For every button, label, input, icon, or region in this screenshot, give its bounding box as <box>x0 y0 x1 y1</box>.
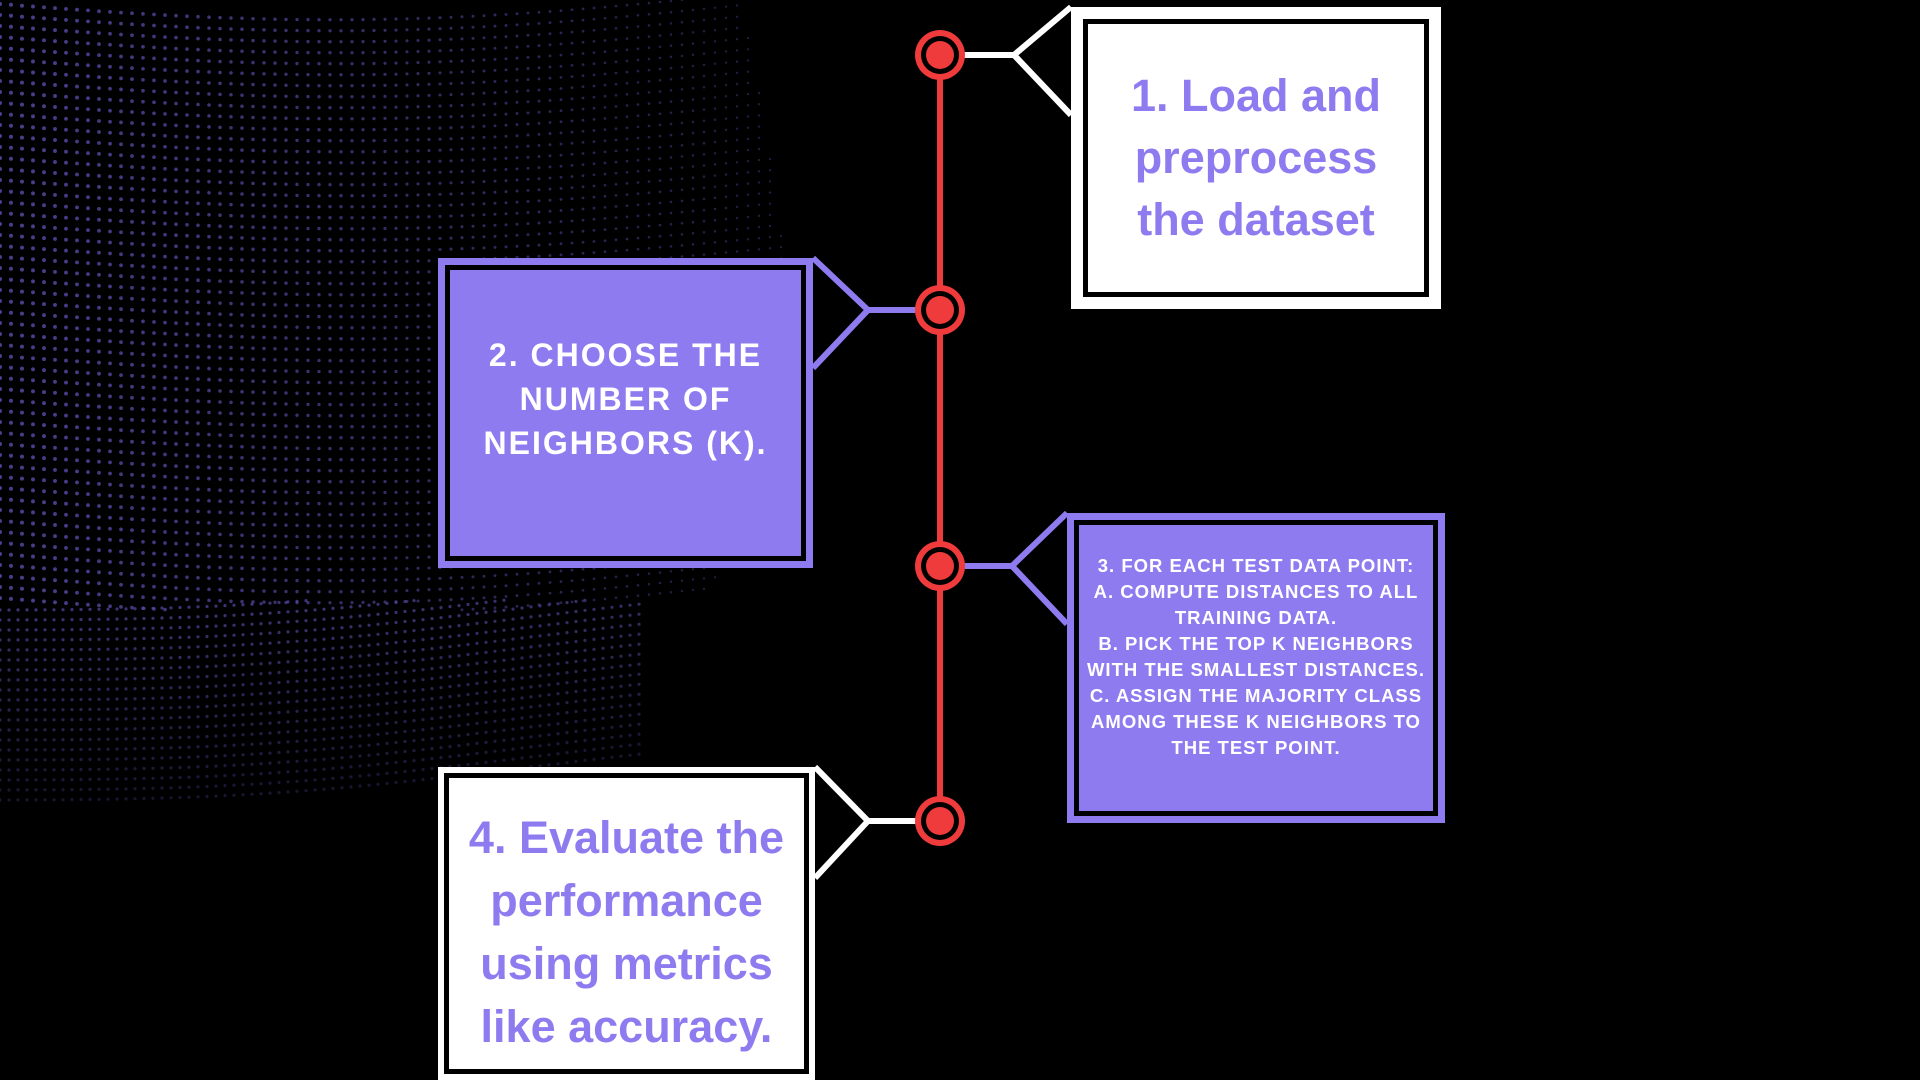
connector-step-3 <box>962 510 1070 627</box>
timeline-node-1 <box>915 30 965 80</box>
connector-step-1 <box>962 4 1074 118</box>
step-4-box: 4. Evaluate the performance using metric… <box>438 767 815 1080</box>
step-3-line-b: B. PICK THE TOP K NEIGHBORS WITH THE SMA… <box>1086 633 1426 680</box>
connector-step-2 <box>810 255 918 371</box>
step-1-box: 1. Load and preprocess the dataset <box>1071 7 1441 309</box>
step-2-text: 2. CHOOSE THE NUMBER OF NEIGHBORS (K). <box>483 337 768 461</box>
step-3-line-heading: 3. FOR EACH TEST DATA POINT: <box>1097 555 1415 576</box>
step-2-box: 2. CHOOSE THE NUMBER OF NEIGHBORS (K). <box>438 258 813 568</box>
timeline-node-2 <box>915 285 965 335</box>
connector-step-4 <box>812 764 918 881</box>
step-3-line-a: A. COMPUTE DISTANCES TO ALL TRAINING DAT… <box>1093 581 1419 628</box>
timeline-node-3 <box>915 541 965 591</box>
step-3-text: 3. FOR EACH TEST DATA POINT: A. COMPUTE … <box>1081 553 1431 761</box>
step-1-text: 1. Load and preprocess the dataset <box>1130 70 1382 245</box>
step-4-text: 4. Evaluate the performance using metric… <box>468 812 785 1052</box>
step-3-box: 3. FOR EACH TEST DATA POINT: A. COMPUTE … <box>1067 513 1445 823</box>
timeline-node-4 <box>915 796 965 846</box>
step-3-line-c: C. ASSIGN THE MAJORITY CLASS AMONG THESE… <box>1089 685 1423 758</box>
